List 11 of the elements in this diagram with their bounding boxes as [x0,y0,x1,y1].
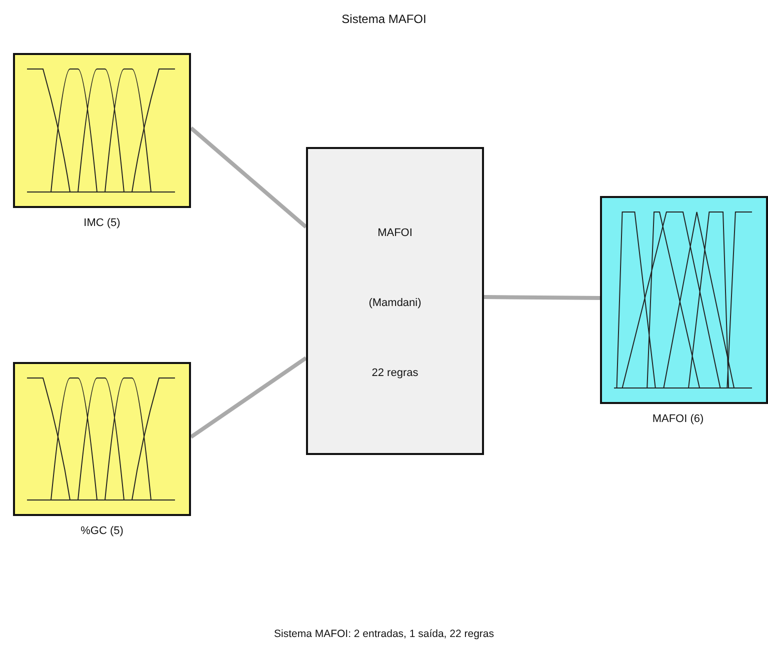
variable-label: %GC (5) [80,525,124,537]
diagram-title: Sistema MAFOI [342,12,426,26]
connector-line [484,295,600,300]
rule-system-text: MAFOI [378,227,412,239]
variable-label: IMC (5) [84,217,120,229]
rule-system-text: 22 regras [372,367,418,379]
variable-label: MAFOI (6) [652,413,704,425]
connector-line [190,126,308,229]
caption: Sistema MAFOI: 2 entradas, 1 saída, 22 regras [274,628,494,640]
connector-line [190,356,308,439]
rule-system-text: (Mamdani) [368,297,422,309]
